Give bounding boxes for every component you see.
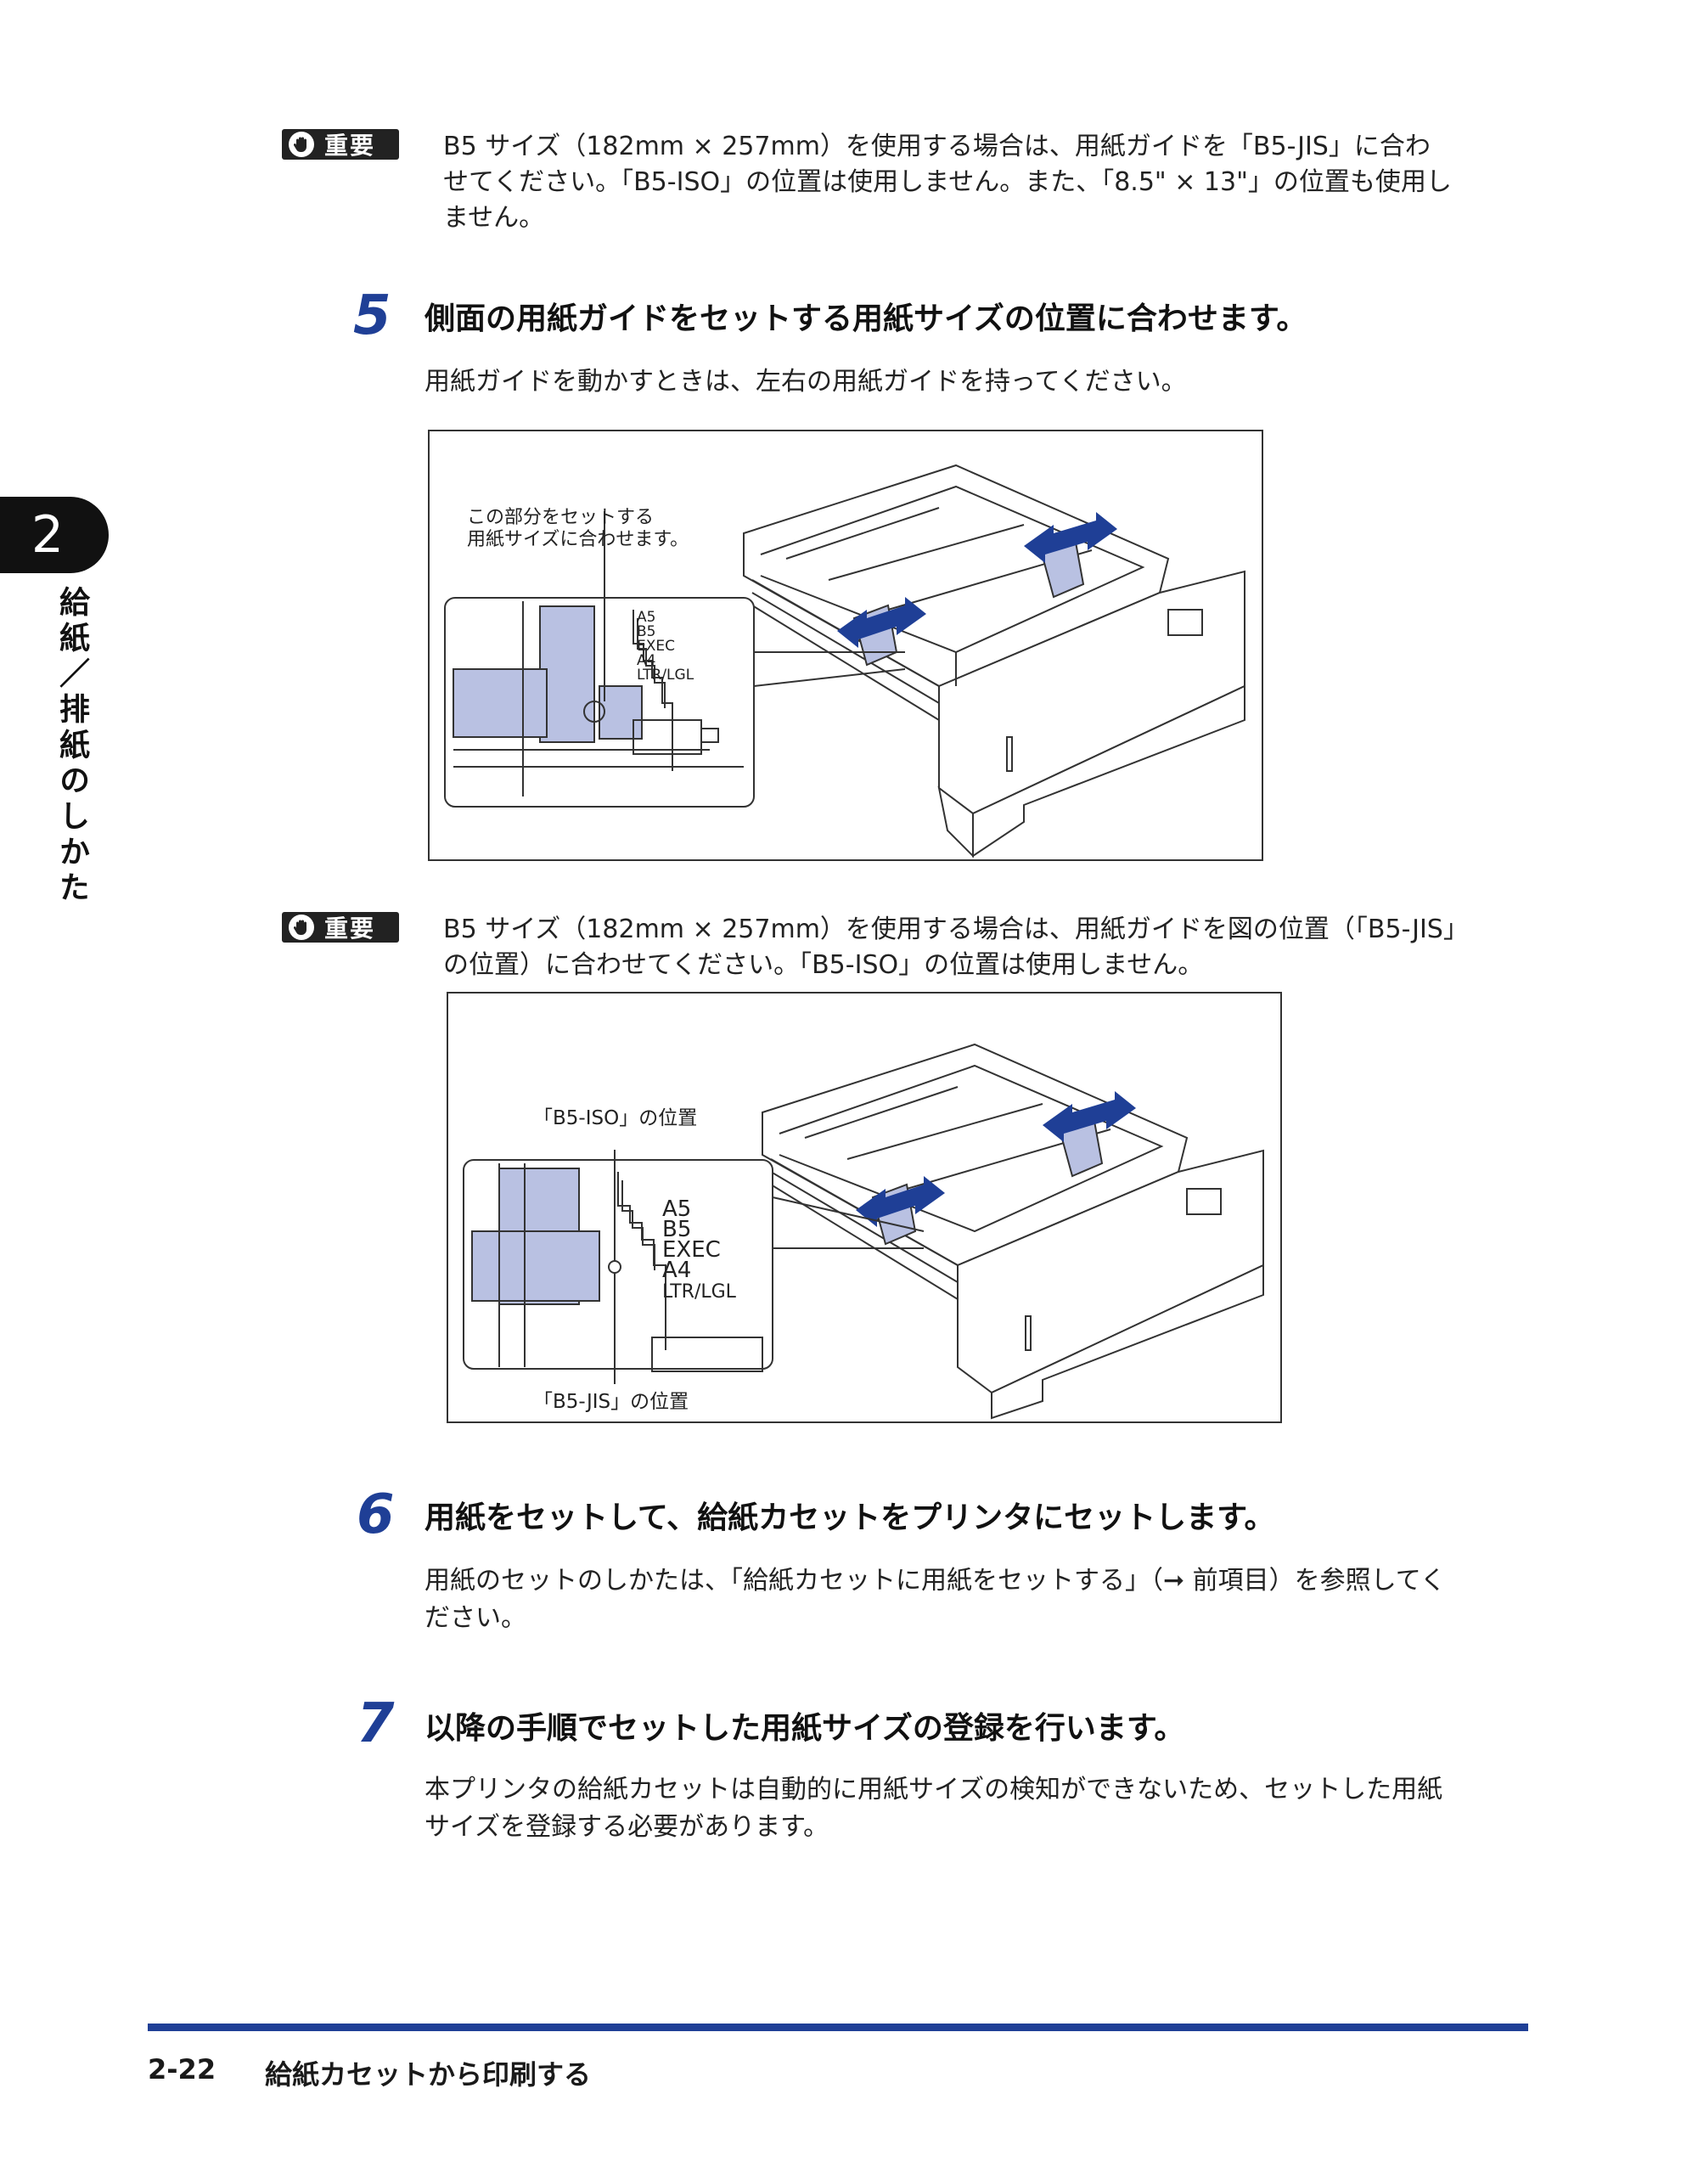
step6-desc-line: ださい。	[424, 1603, 526, 1633]
notice2-line: の位置）に合わせてください。「B5-ISO」の位置は使用しません。	[443, 950, 1204, 980]
callout-line: 用紙サイズに合わせます。	[467, 529, 689, 550]
figure-tray-guide: A5 B5 EXEC A4 LTR/LGL この部分をセットする 用紙サイズに合…	[428, 430, 1263, 861]
step7-title: 以降の手順でセットした用紙サイズの登録を行います。	[424, 1711, 1185, 1746]
figure-b5-positions: A5 B5 EXEC A4 LTR/LGL 「B5-ISO」の位置 「B5-JI…	[447, 992, 1282, 1423]
scale-label: A4	[662, 1258, 691, 1283]
step6-desc-line: 用紙のセットのしかたは、「給紙カセットに用紙をセットする」（➞ 前項目）を参照し…	[424, 1566, 1446, 1596]
figure-b5-positions-illustration: A5 B5 EXEC A4 LTR/LGL 「B5-ISO」の位置 「B5-JI…	[463, 1043, 1264, 1420]
scale-label: LTR/LGL	[637, 667, 694, 684]
step6-number: 6	[357, 1483, 395, 1546]
chapter-tab: 2	[0, 497, 109, 573]
important-badge: 重要	[282, 912, 399, 943]
callout-line: この部分をセットする	[467, 507, 654, 528]
scale-label: EXEC	[662, 1237, 721, 1263]
step5-title: 側面の用紙ガイドをセットする用紙サイズの位置に合わせます。	[424, 301, 1307, 336]
scale-label: B5	[637, 623, 655, 640]
figure-tray-guide-illustration: A5 B5 EXEC A4 LTR/LGL この部分をセットする 用紙サイズに合…	[444, 464, 1245, 858]
label-b5-iso: 「B5-ISO」の位置	[533, 1107, 697, 1129]
step6-desc: 用紙のセットのしかたは、「給紙カセットに用紙をセットする」（➞ 前項目）を参照し…	[424, 1562, 1446, 1637]
scale-label: B5	[662, 1217, 691, 1242]
important-label: 重要	[324, 915, 376, 943]
label-b5-jis: 「B5-JIS」の位置	[533, 1391, 689, 1413]
footer-rule	[148, 2024, 1528, 2031]
step7-number: 7	[357, 1692, 395, 1755]
page-number: 2-22	[148, 2053, 216, 2085]
notice1-line: ません。	[443, 203, 545, 233]
chapter-number: 2	[31, 505, 65, 565]
important-label: 重要	[324, 132, 376, 160]
scale-label: LTR/LGL	[662, 1281, 737, 1303]
chapter-title: 給紙／排紙のしかた	[54, 586, 89, 907]
scale-label: A4	[637, 652, 655, 669]
step6-title: 用紙をセットして、給紙カセットをプリンタにセットします。	[424, 1500, 1275, 1535]
notice2-text: B5 サイズ（182mm × 257mm）を使用する場合は、用紙ガイドを図の位置…	[443, 912, 1469, 983]
notice1-line: B5 サイズ（182mm × 257mm）を使用する場合は、用紙ガイドを「B5-…	[443, 132, 1431, 161]
step7-desc-line: サイズを登録する必要があります。	[424, 1812, 829, 1842]
scale-label: A5	[637, 609, 655, 626]
scale-label: EXEC	[637, 638, 675, 655]
hand-stop-icon	[289, 915, 314, 940]
important-badge: 重要	[282, 129, 399, 160]
step7-desc-line: 本プリンタの給紙カセットは自動的に用紙サイズの検知ができないため、セットした用紙	[424, 1775, 1443, 1804]
step7-desc: 本プリンタの給紙カセットは自動的に用紙サイズの検知ができないため、セットした用紙…	[424, 1771, 1442, 1846]
step5-desc: 用紙ガイドを動かすときは、左右の用紙ガイドを持ってください。	[424, 367, 1187, 397]
footer-title: 給紙カセットから印刷する	[265, 2058, 592, 2091]
hand-stop-icon	[289, 132, 314, 157]
notice1-line: せてください。「B5-ISO」の位置は使用しません。また、「8.5" × 13"…	[443, 167, 1452, 197]
notice2-line: B5 サイズ（182mm × 257mm）を使用する場合は、用紙ガイドを図の位置…	[443, 915, 1469, 944]
scale-label: A5	[662, 1196, 691, 1222]
notice1-text: B5 サイズ（182mm × 257mm）を使用する場合は、用紙ガイドを「B5-…	[443, 129, 1452, 236]
step5-number: 5	[353, 284, 391, 347]
